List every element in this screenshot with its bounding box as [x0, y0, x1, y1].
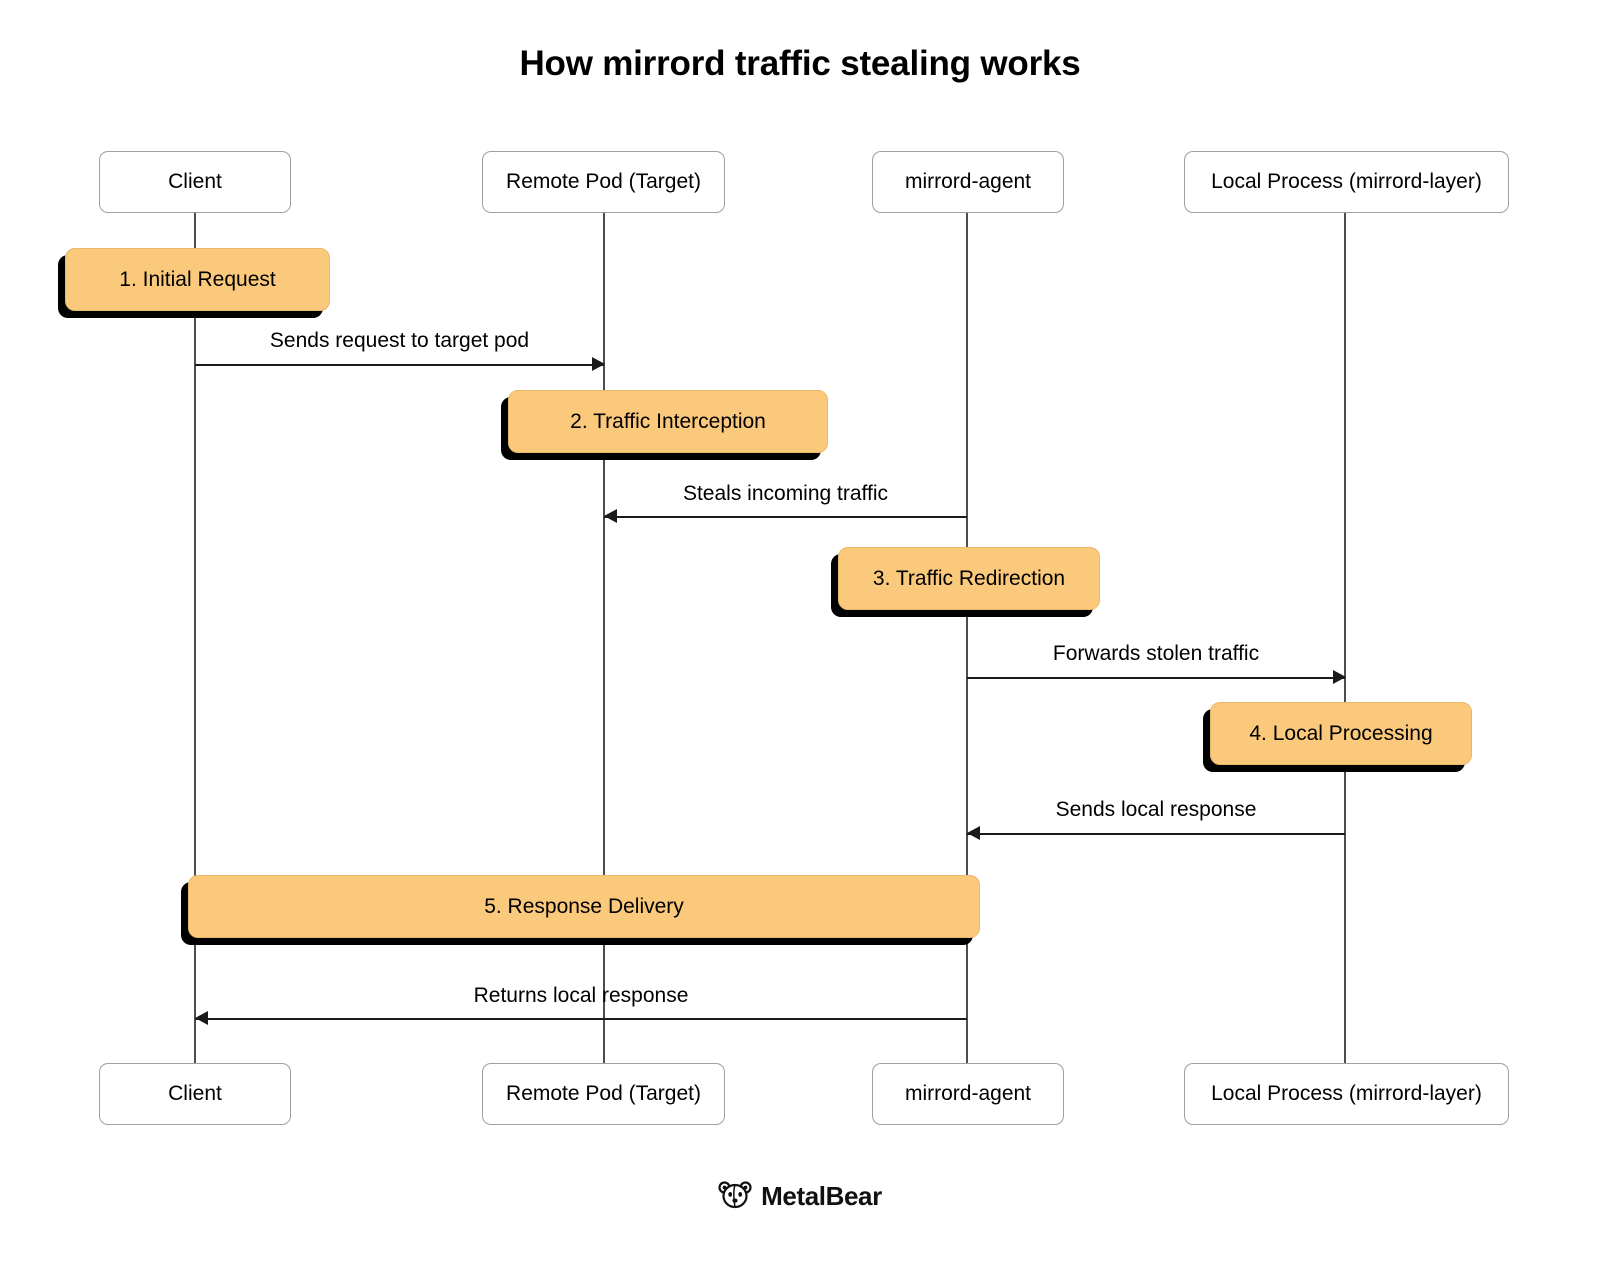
participant-agent-bottom[interactable]: mirrord-agent: [872, 1063, 1064, 1125]
message-line: [195, 364, 604, 366]
arrow-head-left-icon: [967, 826, 980, 840]
metalbear-logo: MetalBear: [0, 1178, 1600, 1215]
participant-label: Local Process (mirrord-layer): [1211, 170, 1482, 193]
arrow-head-left-icon: [604, 509, 617, 523]
participant-label: mirrord-agent: [904, 1082, 1032, 1105]
message-line: [604, 516, 967, 518]
bear-head-icon: [718, 1178, 752, 1215]
lifeline-pod: [603, 213, 605, 1063]
participant-label: mirrord-agent: [904, 170, 1032, 193]
note-2[interactable]: 2. Traffic Interception: [508, 390, 828, 453]
lifeline-agent: [966, 213, 968, 1063]
participant-pod-bottom[interactable]: Remote Pod (Target): [482, 1063, 725, 1125]
participant-client-bottom[interactable]: Client: [99, 1063, 291, 1125]
msg-4-label: Sends local response: [1055, 798, 1257, 821]
lifeline-local: [1344, 213, 1346, 1063]
participant-label: Client: [168, 1082, 222, 1105]
participant-local-top[interactable]: Local Process (mirrord-layer): [1184, 151, 1509, 213]
message-line: [195, 1018, 967, 1020]
note-label: 3. Traffic Redirection: [872, 566, 1066, 590]
arrow-head-right-icon: [1333, 670, 1346, 684]
msg-5-label: Returns local response: [473, 984, 689, 1007]
page-title: How mirrord traffic stealing works: [519, 44, 1081, 83]
participant-agent-top[interactable]: mirrord-agent: [872, 151, 1064, 213]
msg-3-label: Forwards stolen traffic: [1052, 642, 1260, 665]
msg-1-label: Sends request to target pod: [269, 329, 530, 352]
message-line: [967, 833, 1345, 835]
note-3[interactable]: 3. Traffic Redirection: [838, 547, 1100, 610]
participant-local-bottom[interactable]: Local Process (mirrord-layer): [1184, 1063, 1509, 1125]
note-label: 4. Local Processing: [1249, 721, 1433, 745]
participant-label: Client: [168, 170, 222, 193]
msg-2-label: Steals incoming traffic: [682, 482, 889, 505]
participant-label: Remote Pod (Target): [506, 1082, 701, 1105]
participant-client-top[interactable]: Client: [99, 151, 291, 213]
participant-label: Local Process (mirrord-layer): [1211, 1082, 1482, 1105]
note-4[interactable]: 4. Local Processing: [1210, 702, 1472, 765]
note-5[interactable]: 5. Response Delivery: [188, 875, 980, 938]
participant-label: Remote Pod (Target): [506, 170, 701, 193]
note-label: 1. Initial Request: [119, 267, 276, 291]
note-label: 5. Response Delivery: [484, 894, 684, 918]
arrow-head-right-icon: [592, 357, 605, 371]
note-1[interactable]: 1. Initial Request: [65, 248, 330, 311]
lifeline-client: [194, 213, 196, 1063]
arrow-head-left-icon: [195, 1011, 208, 1025]
note-label: 2. Traffic Interception: [570, 409, 766, 433]
brand-name: MetalBear: [761, 1181, 882, 1211]
message-line: [967, 677, 1345, 679]
participant-pod-top[interactable]: Remote Pod (Target): [482, 151, 725, 213]
